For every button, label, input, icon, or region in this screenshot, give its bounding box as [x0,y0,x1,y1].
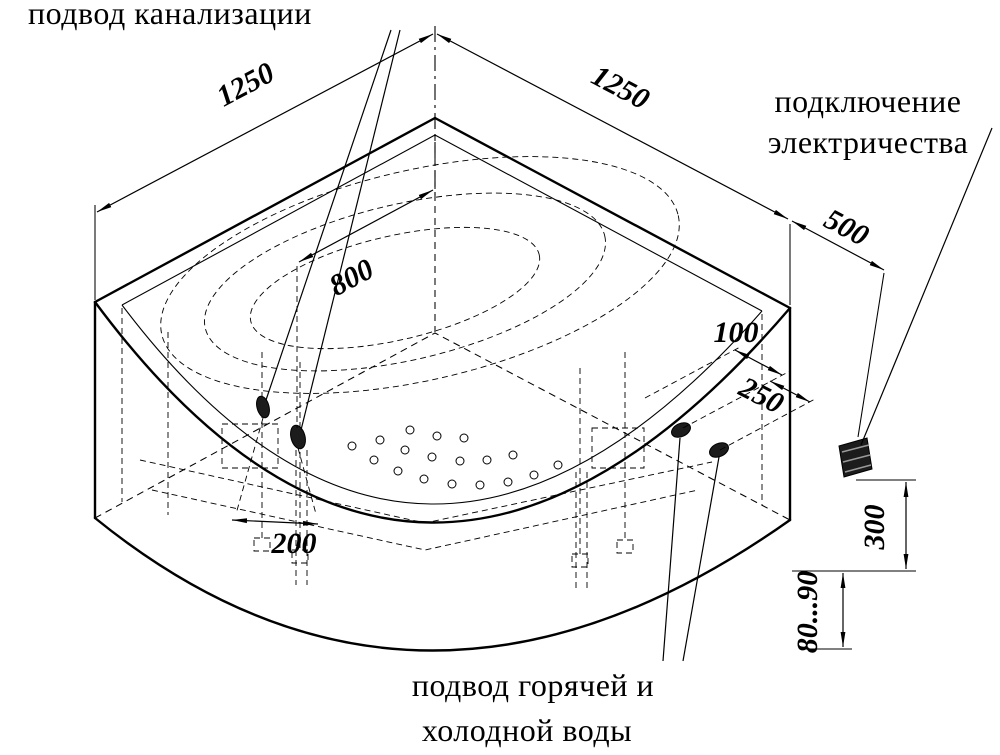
water-label-line1: подвод горячей и [412,667,654,703]
dim-text-80-90: 80...90 [791,571,824,654]
bathtub-hidden-lines [94,122,791,592]
electric-label-line2: электричества [768,124,969,160]
electric-label-line1: подключение [775,83,962,119]
dimension-300: 300 [792,479,916,572]
dim-text-200: 200 [271,527,317,560]
dim-text-800: 800 [324,252,379,302]
electric-outlet-box [838,437,873,478]
dimension-500: 500 [791,202,885,438]
sewage-leader-1 [265,29,392,401]
sewage-leader-2 [300,29,401,431]
water-label-line2: холодной воды [422,712,632,748]
sewage-label: подвод канализации [28,0,312,31]
annotations: подвод канализации подключение электриче… [28,0,968,748]
dimension-1250-left: 1250 [94,33,434,300]
dimension-80-90: 80...90 [791,571,852,654]
dim-text-250: 250 [733,370,789,420]
dimension-250: 250 [719,370,816,451]
dim-text-300: 300 [858,505,891,551]
dimension-800: 800 [296,189,434,428]
electric-leader [860,127,993,446]
dim-text-1250-left: 1250 [211,56,279,113]
dim-text-100: 100 [714,316,759,349]
bathtub-outline [93,116,792,652]
jet-nozzles [347,425,563,490]
water-leader-1 [662,437,681,662]
dimension-100: 100 [644,316,791,429]
dim-text-500: 500 [819,202,874,252]
leader-lines [265,29,993,662]
dimension-200: 200 [231,417,319,560]
dimension-1250-right: 1250 [436,33,791,305]
sewage-connection-points [256,395,306,450]
dim-text-1250-right: 1250 [586,59,654,116]
water-leader-2 [682,456,720,662]
